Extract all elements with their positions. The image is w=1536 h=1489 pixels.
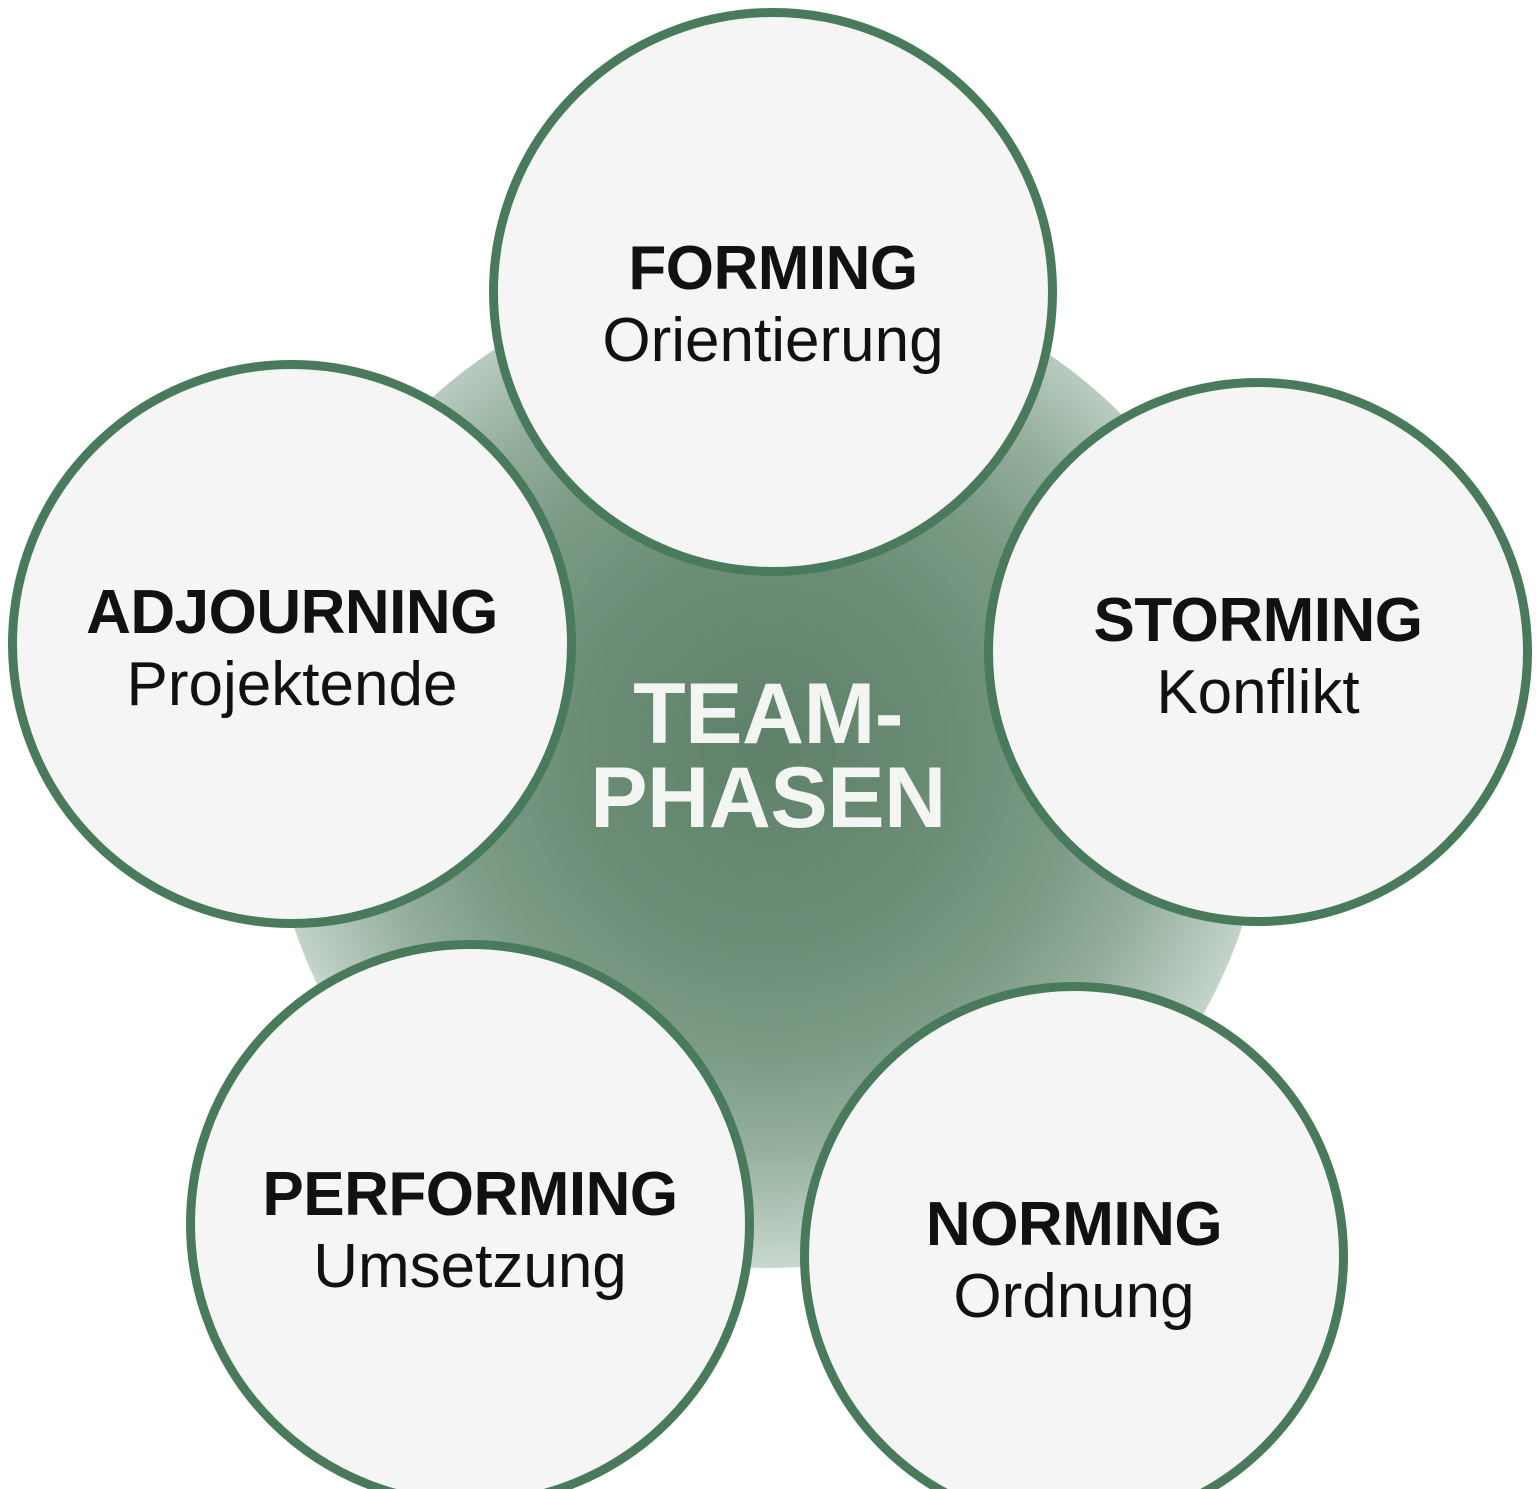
- phase-subtitle-norming: Ordnung: [953, 1261, 1195, 1331]
- center-label-line-2: PHASEN: [590, 750, 946, 847]
- phase-subtitle-storming: Konflikt: [1156, 657, 1360, 727]
- phase-title-performing: PERFORMING: [262, 1160, 678, 1230]
- phase-text-storming: STORMING Konflikt: [1094, 589, 1423, 726]
- phase-text-adjourning: ADJOURNING Projektende: [86, 581, 498, 718]
- phase-subtitle-performing: Umsetzung: [313, 1231, 627, 1301]
- phase-title-norming: NORMING: [925, 1190, 1223, 1260]
- phase-title-forming: FORMING: [628, 234, 918, 304]
- phase-bubble-storming[interactable]: STORMING Konflikt: [984, 378, 1532, 926]
- phase-text-norming: NORMING Ordnung: [925, 1190, 1223, 1331]
- phase-title-adjourning: ADJOURNING: [86, 578, 498, 648]
- phase-text-forming: FORMING Orientierung: [602, 237, 943, 374]
- phase-bubble-adjourning[interactable]: ADJOURNING Projektende: [8, 360, 576, 928]
- center-label: TEAM- PHASEN: [568, 666, 968, 847]
- phase-subtitle-adjourning: Projektende: [126, 649, 458, 719]
- phase-bubble-norming[interactable]: NORMING Ordnung: [800, 982, 1348, 1489]
- center-label-line-1: TEAM-: [633, 666, 903, 762]
- phase-subtitle-forming: Orientierung: [602, 305, 944, 375]
- phase-bubble-performing[interactable]: PERFORMING Umsetzung: [186, 940, 754, 1489]
- phase-bubble-forming[interactable]: FORMING Orientierung: [489, 8, 1057, 576]
- phase-text-performing: PERFORMING Umsetzung: [262, 1160, 678, 1301]
- phase-title-storming: STORMING: [1093, 586, 1423, 656]
